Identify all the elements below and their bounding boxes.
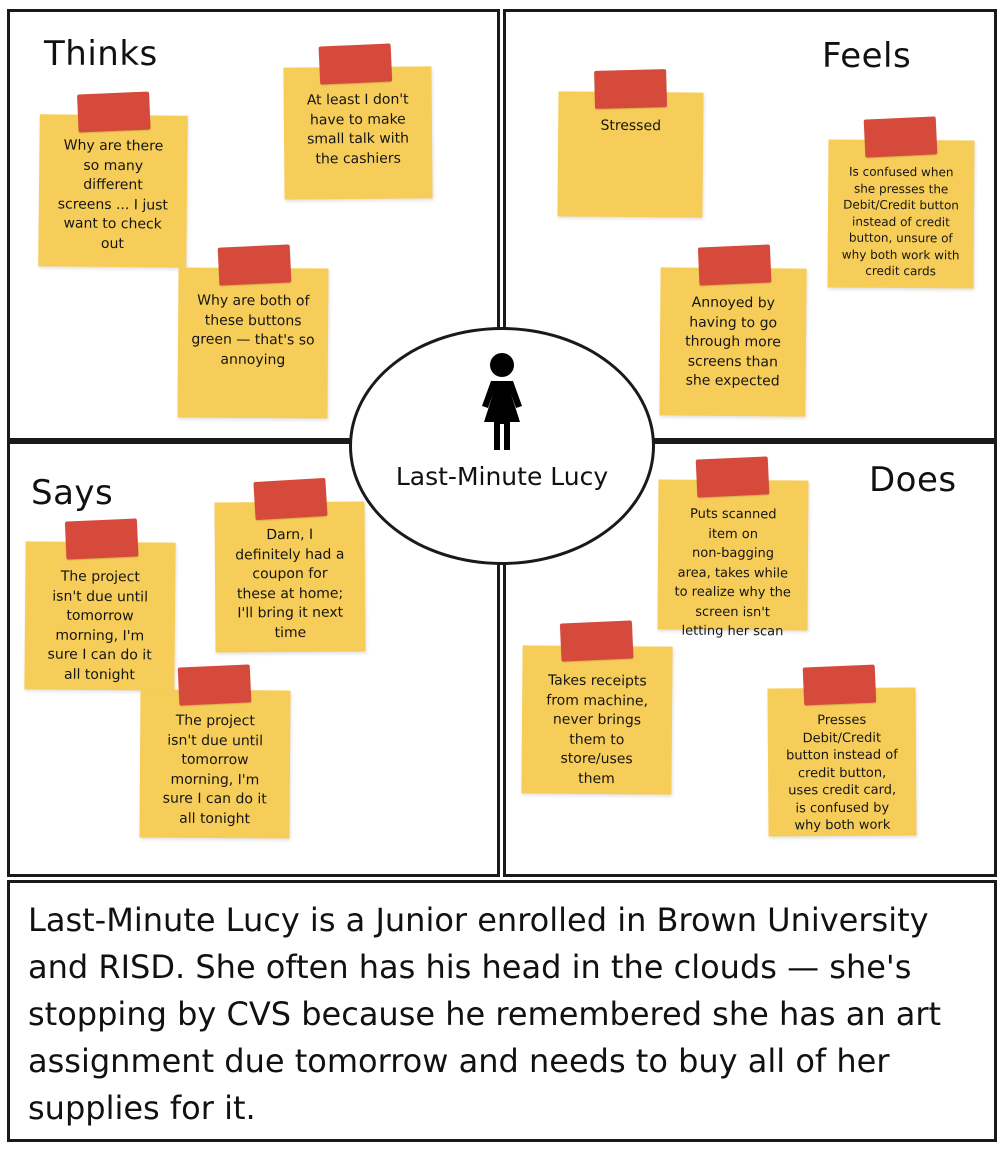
tape-decoration (318, 43, 393, 85)
does-title: Does (869, 460, 957, 500)
tape-decoration (863, 116, 938, 158)
note-text: Presses Debit/Credit button instead of c… (786, 712, 898, 834)
sticky-note: Annoyed by having to go through more scr… (659, 244, 807, 417)
feels-title: Feels (822, 36, 912, 76)
says-title: Says (31, 473, 114, 513)
sticky-note: At least I don't have to make small talk… (283, 43, 433, 200)
note-text: Puts scanned item on non-bagging area, t… (674, 506, 791, 640)
sticky-note: The project isn't due until tomorrow mor… (24, 518, 176, 691)
sticky-note: Presses Debit/Credit button instead of c… (767, 664, 917, 837)
note-text: At least I don't have to make small talk… (306, 91, 410, 167)
persona-name: Last-Minute Lucy (395, 462, 609, 491)
sticky-note: Takes receipts from machine, never bring… (521, 620, 673, 795)
persona-description: Last-Minute Lucy is a Junior enrolled in… (28, 901, 942, 1127)
tape-decoration (177, 664, 252, 706)
persona-description-box: Last-Minute Lucy is a Junior enrolled in… (7, 880, 997, 1142)
note-text: Why are both of these buttons green — th… (191, 292, 315, 368)
tape-decoration (697, 244, 772, 286)
note-text: Is confused when she presses the Debit/C… (841, 164, 960, 279)
sticky-note: Is confused when she presses the Debit/C… (827, 116, 975, 289)
woman-icon (464, 352, 540, 452)
tape-decoration (217, 244, 292, 286)
persona-circle: Last-Minute Lucy (349, 327, 655, 565)
sticky-note: Puts scanned item on non-bagging area, t… (657, 456, 809, 639)
sticky-note: Why are both of these buttons green — th… (177, 244, 329, 419)
tape-decoration (77, 91, 151, 133)
tape-decoration (695, 456, 770, 498)
note-text: The project isn't due until tomorrow mor… (47, 568, 152, 683)
note-text: Why are there so many different screens … (57, 137, 169, 252)
note-text: Annoyed by having to go through more scr… (685, 294, 781, 390)
tape-decoration (64, 518, 139, 560)
tape-decoration (594, 69, 668, 109)
sticky-note: Why are there so many different screens … (38, 91, 188, 268)
tape-decoration (802, 664, 877, 706)
tape-decoration (559, 620, 634, 662)
sticky-note: Stressed (557, 69, 704, 218)
note-text: The project isn't due until tomorrow mor… (162, 712, 267, 827)
sticky-note: The project isn't due until tomorrow mor… (139, 664, 291, 839)
note-text: Takes receipts from machine, never bring… (546, 672, 649, 787)
sticky-note: Darn, I definitely had a coupon for thes… (214, 477, 366, 653)
thinks-title: Thinks (44, 34, 158, 74)
note-text: Stressed (600, 117, 662, 135)
tape-decoration (253, 477, 328, 521)
note-text: Darn, I definitely had a coupon for thes… (235, 526, 345, 641)
